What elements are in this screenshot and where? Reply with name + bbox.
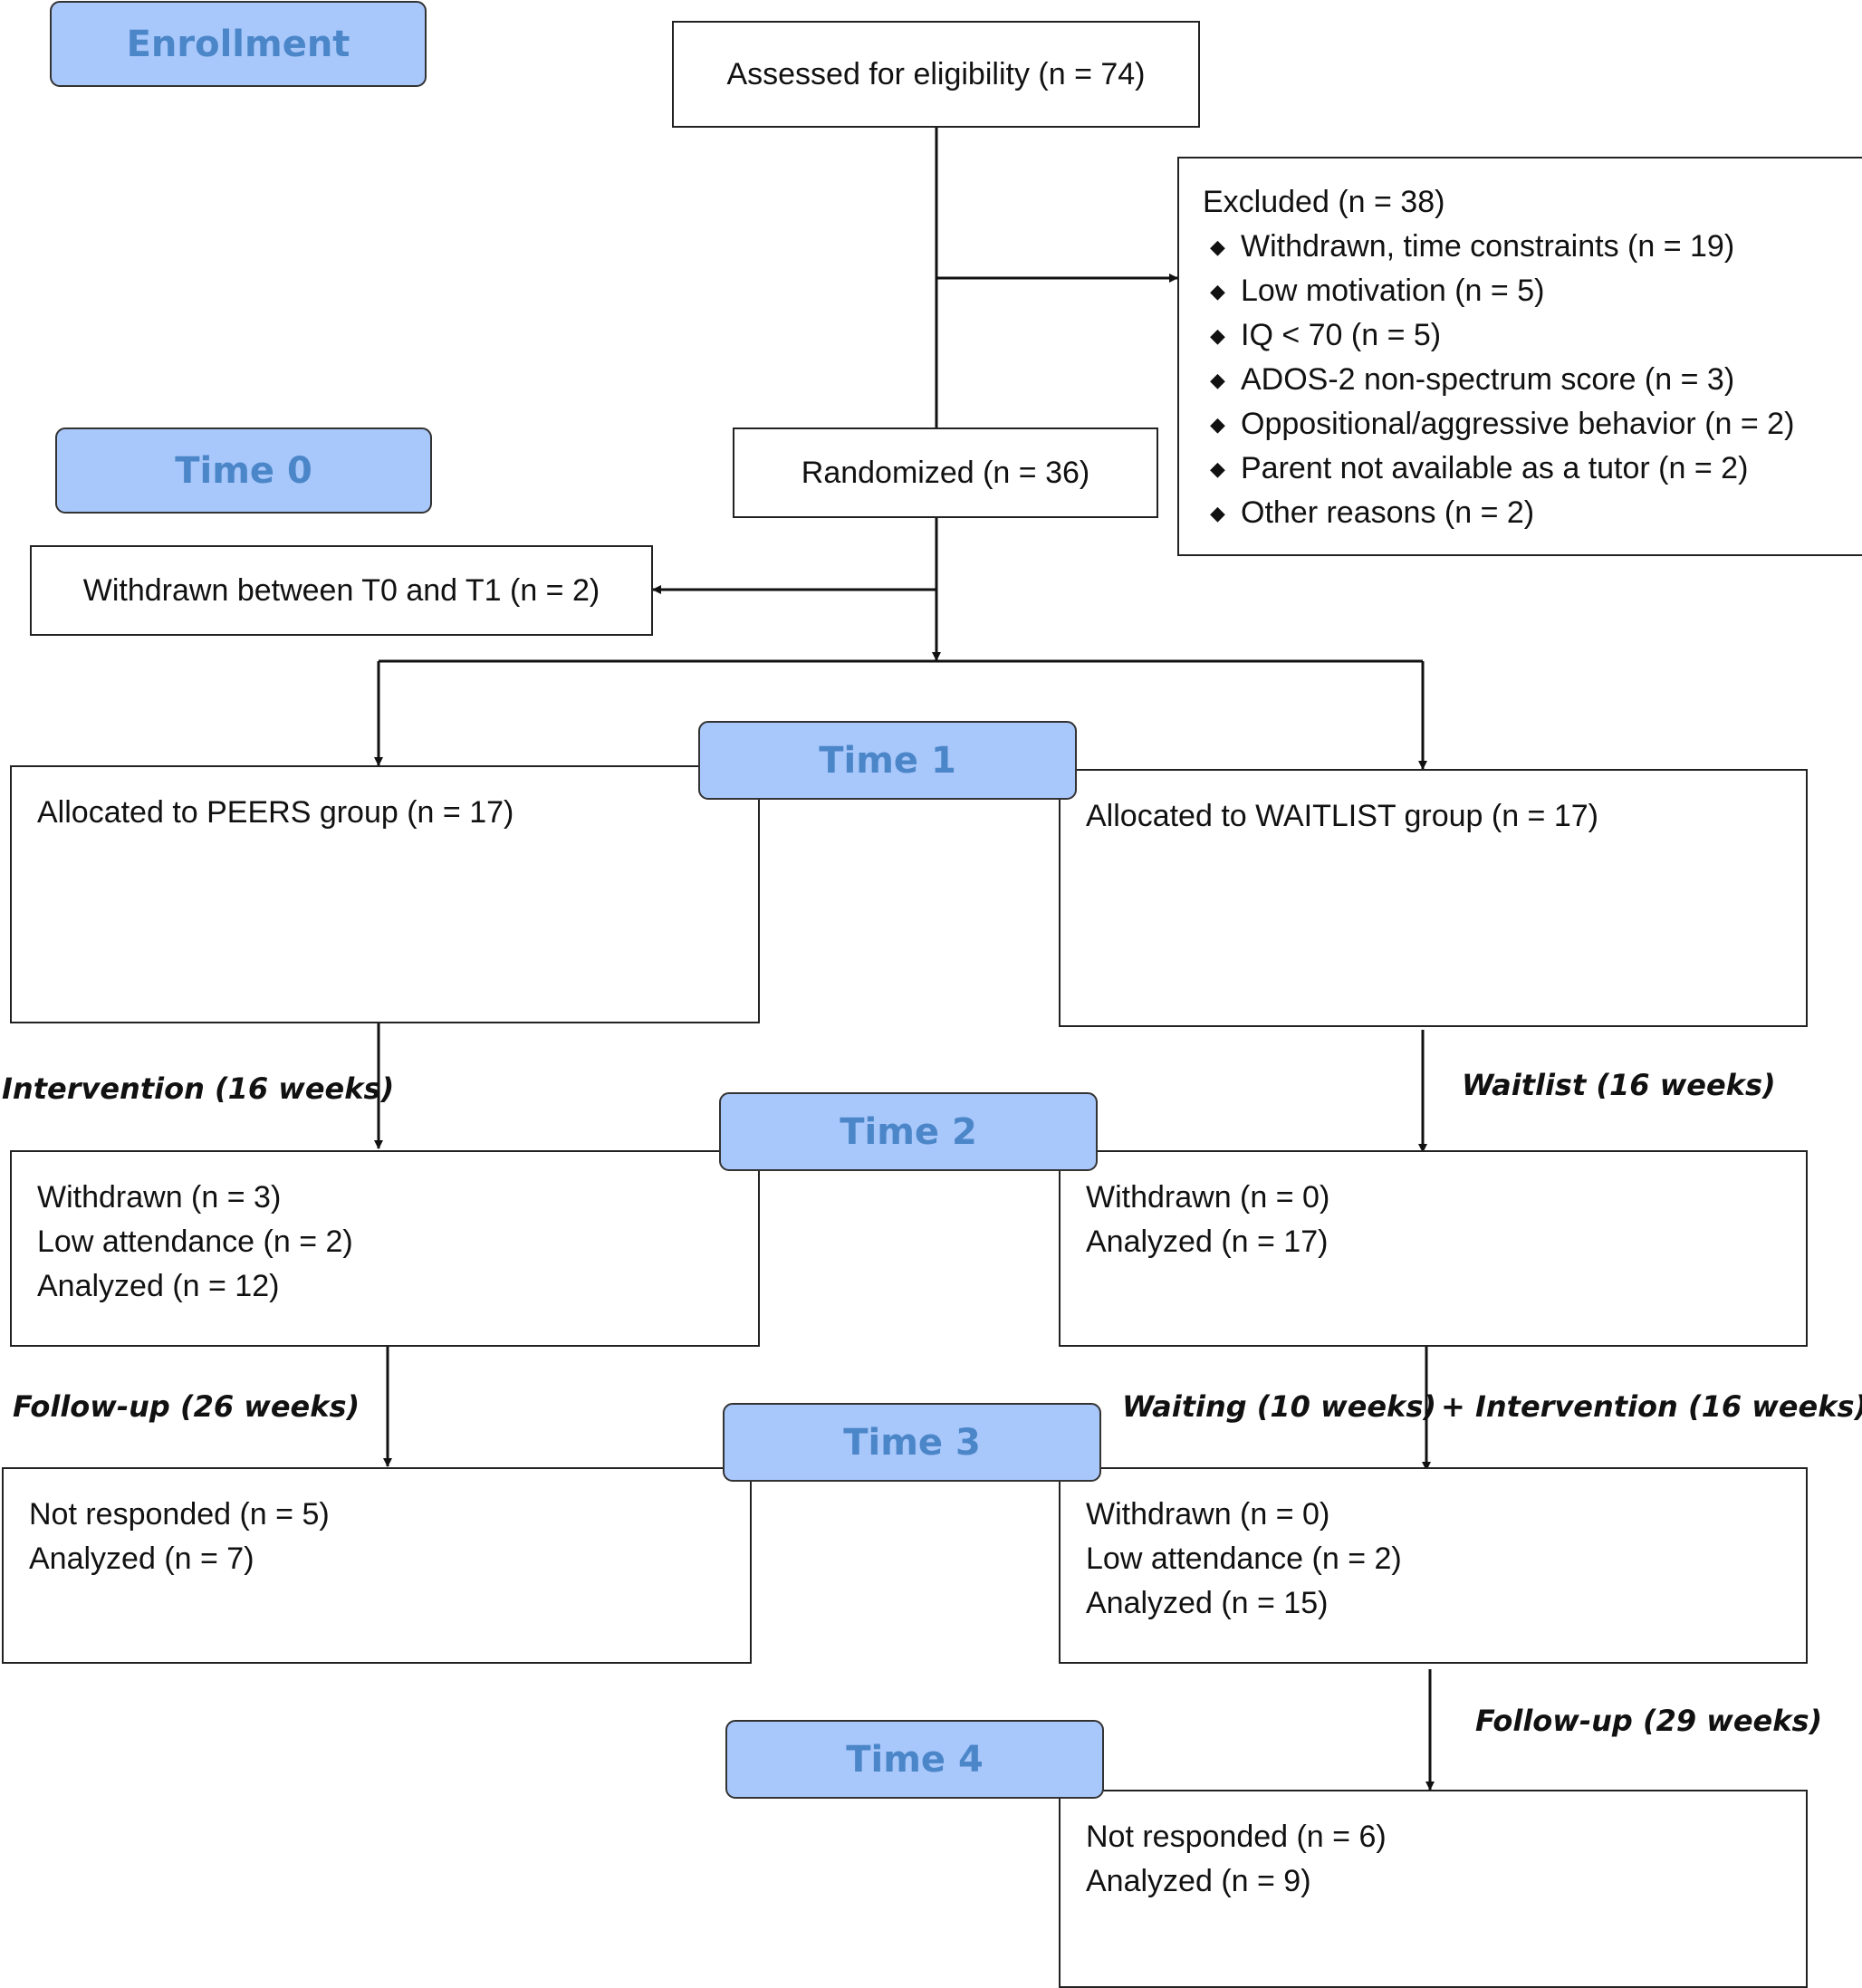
waitlist-t3-line: Low attendance (n = 2) [1086,1541,1402,1576]
waitlist-t4-line: Not responded (n = 6) [1086,1820,1387,1854]
peers-t1-box: Allocated to PEERS group (n = 17) [10,765,760,1023]
waitlist-t2-box: Withdrawn (n = 0) Analyzed (n = 17) [1059,1150,1808,1347]
diamond-bullet-icon: ◆ [1210,413,1225,436]
randomized-label: Randomized (n = 36) [801,455,1090,490]
waitlist-t3-line: Withdrawn (n = 0) [1086,1497,1330,1532]
diamond-bullet-icon: ◆ [1210,502,1225,524]
waitlist-t1-box: Allocated to WAITLIST group (n = 17) [1059,769,1808,1027]
excluded-reason-label: ADOS-2 non-spectrum score (n = 3) [1241,362,1735,397]
excluded-reason-label: IQ < 70 (n = 5) [1241,318,1442,352]
peers-t1-line: Allocated to PEERS group (n = 17) [37,795,514,830]
excluded-box: Excluded (n = 38) ◆ Withdrawn, time const… [1177,157,1862,556]
waitlist-t4-line: Analyzed (n = 9) [1086,1864,1311,1898]
withdrawn-t0-t1-box: Withdrawn between T0 and T1 (n = 2) [30,545,653,636]
excluded-reason-label: Other reasons (n = 2) [1241,495,1535,530]
excluded-reason-label: Oppositional/aggressive behavior (n = 2) [1241,407,1795,441]
waitlist-t2-line: Analyzed (n = 17) [1086,1224,1329,1259]
peers-t2-box: Withdrawn (n = 3) Low attendance (n = 2)… [10,1150,760,1347]
excluded-reason-item: ◆ Other reasons (n = 2) [1203,491,1862,535]
excluded-reason-item: ◆ IQ < 70 (n = 5) [1203,313,1862,358]
peers-t2-line: Withdrawn (n = 3) [37,1180,282,1215]
excluded-reason-label: Withdrawn, time constraints (n = 19) [1241,229,1735,264]
waitlist-t1-line: Allocated to WAITLIST group (n = 17) [1086,799,1598,833]
diamond-bullet-icon: ◆ [1210,280,1225,303]
phase-plus-intervention: + Intervention (16 weeks) [1441,1389,1862,1424]
stage-time-2: Time 2 [719,1092,1098,1171]
excluded-reason-label: Parent not available as a tutor (n = 2) [1241,451,1749,485]
excluded-reason-label: Low motivation (n = 5) [1241,274,1545,308]
randomized-box: Randomized (n = 36) [733,427,1158,518]
diamond-bullet-icon: ◆ [1210,235,1225,258]
diamond-bullet-icon: ◆ [1210,369,1225,391]
excluded-reason-item: ◆ Low motivation (n = 5) [1203,269,1862,313]
waitlist-t2-line: Withdrawn (n = 0) [1086,1180,1330,1215]
excluded-title: Excluded (n = 38) [1203,185,1445,219]
excluded-reason-item: ◆ Parent not available as a tutor (n = 2) [1203,447,1862,491]
stage-time-0: Time 0 [55,427,432,514]
excluded-reason-item: ◆ ADOS-2 non-spectrum score (n = 3) [1203,358,1862,402]
excluded-reason-item: ◆ Withdrawn, time constraints (n = 19) [1203,225,1862,269]
stage-time-4: Time 4 [725,1720,1104,1799]
phase-followup-waitlist: Follow-up (29 weeks) [1475,1704,1823,1738]
phase-followup-peers: Follow-up (26 weeks) [13,1389,360,1424]
excluded-reason-item: ◆ Oppositional/aggressive behavior (n = 2… [1203,402,1862,447]
peers-t2-line: Low attendance (n = 2) [37,1224,353,1259]
stage-time-1: Time 1 [698,721,1077,800]
waitlist-t3-line: Analyzed (n = 15) [1086,1586,1329,1620]
assessed-box: Assessed for eligibility (n = 74) [672,21,1200,128]
waitlist-t4-box: Not responded (n = 6) Analyzed (n = 9) [1059,1790,1808,1988]
peers-t2-line: Analyzed (n = 12) [37,1269,280,1303]
peers-t3-line: Not responded (n = 5) [29,1497,330,1532]
waitlist-t3-box: Withdrawn (n = 0) Low attendance (n = 2)… [1059,1467,1808,1664]
stage-time-3: Time 3 [723,1403,1101,1482]
peers-t3-box: Not responded (n = 5) Analyzed (n = 7) [2,1467,752,1664]
diamond-bullet-icon: ◆ [1210,457,1225,480]
phase-waitlist: Waitlist (16 weeks) [1462,1068,1776,1102]
diamond-bullet-icon: ◆ [1210,324,1225,347]
excluded-reasons-list: ◆ Withdrawn, time constraints (n = 19) ◆ Lo… [1203,225,1862,535]
assessed-label: Assessed for eligibility (n = 74) [726,56,1146,91]
peers-t3-line: Analyzed (n = 7) [29,1541,254,1576]
stage-enrollment: Enrollment [50,1,427,87]
phase-intervention: Intervention (16 weeks) [2,1071,395,1106]
phase-waiting: Waiting (10 weeks) [1122,1389,1436,1424]
withdrawn-t0-t1-label: Withdrawn between T0 and T1 (n = 2) [82,572,600,608]
